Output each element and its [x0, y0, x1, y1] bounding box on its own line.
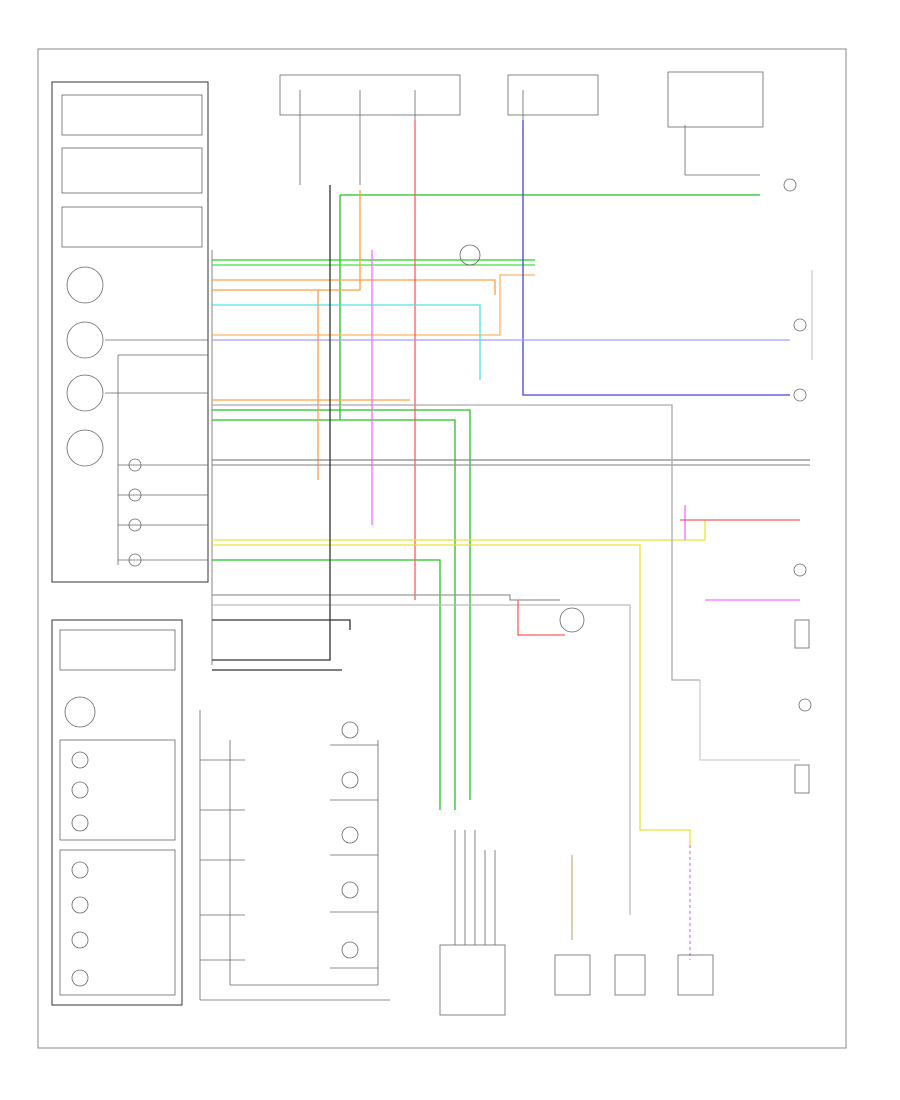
- wire-green-4: [212, 419, 456, 810]
- wire-orange-1: [212, 279, 496, 295]
- wire-gray-3: [212, 594, 560, 601]
- diagram-frame: [37, 48, 847, 1049]
- wire-gray-2: [212, 404, 700, 681]
- wire-orange-4: [212, 274, 535, 336]
- warning-indicators: [199, 710, 390, 1001]
- instrument-cluster-upper: [51, 81, 209, 583]
- wire-blue-1: [522, 120, 790, 396]
- wire-cyan-1: [212, 304, 481, 380]
- wire-ground-1: [212, 185, 331, 661]
- instrument-cluster-lower: [51, 619, 183, 1006]
- brake-switch-top: [667, 71, 797, 192]
- wire-orange-2: [212, 190, 361, 291]
- wire-red-loop: [517, 600, 565, 636]
- wire-yellow-1: [212, 544, 691, 845]
- wire-green-3: [212, 409, 471, 800]
- bottom-modules: [439, 244, 714, 1016]
- right-components: [793, 318, 812, 794]
- wire-green-5: [212, 559, 441, 810]
